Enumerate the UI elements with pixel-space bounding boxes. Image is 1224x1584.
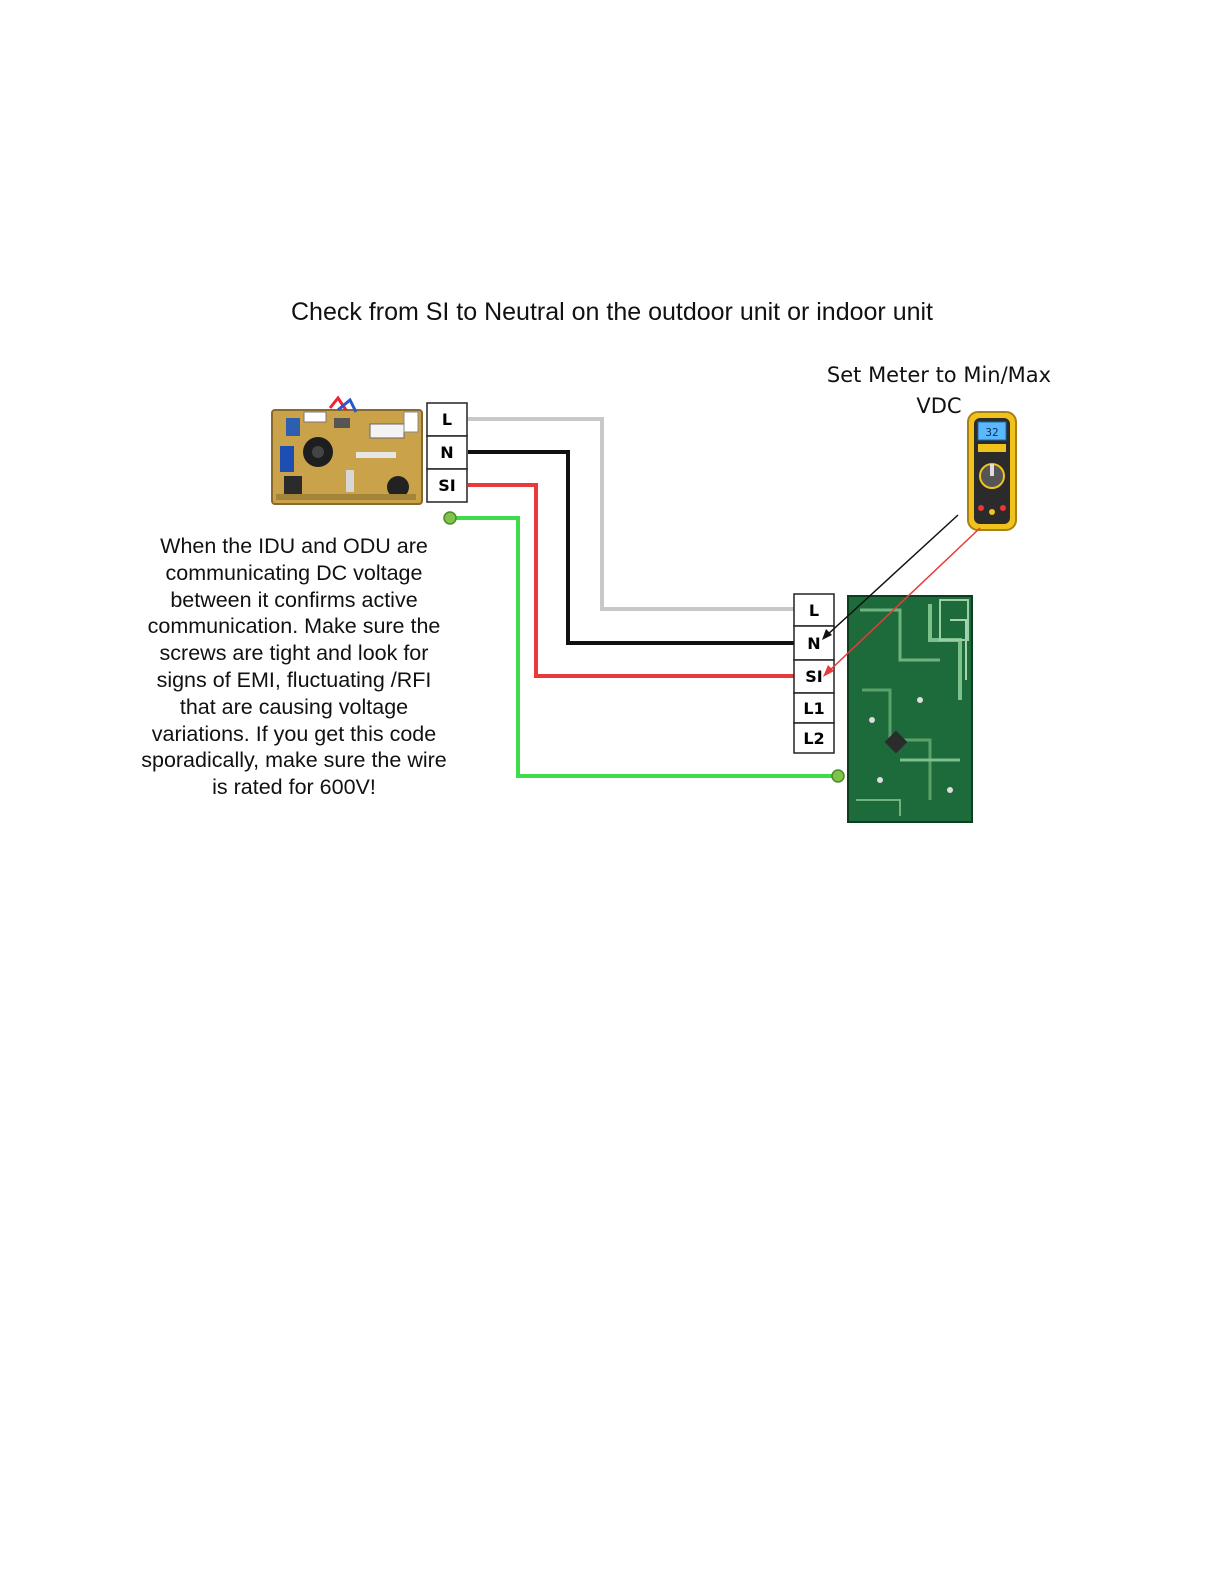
multimeter-image: 32 [967, 411, 1017, 531]
wire-neutral [468, 450, 794, 645]
outdoor-control-board-image [847, 595, 973, 823]
wire-signal [468, 483, 794, 678]
meter-probe-red [823, 527, 981, 677]
indoor-terminal-block: L N SI [426, 402, 468, 503]
wire-ground [443, 511, 845, 783]
page-title: Check from SI to Neutral on the outdoor … [290, 298, 934, 326]
indoor-control-board-image [271, 395, 423, 505]
meter-probe-black [822, 514, 959, 640]
outdoor-terminal-l1: L1 [803, 699, 824, 718]
explanation-text: When the IDU and ODU are communicating D… [141, 534, 447, 800]
indoor-terminal-l: L [442, 410, 452, 429]
meter-instruction: Set Meter to Min/Max VDC [808, 360, 1070, 422]
meter-instruction-line2: VDC [916, 394, 962, 418]
outdoor-terminal-l: L [809, 601, 819, 620]
meter-instruction-line1: Set Meter to Min/Max [826, 363, 1052, 387]
wire-line [468, 417, 794, 611]
meter-display-value: 32 [985, 426, 998, 439]
outdoor-terminal-block: L N SI L1 L2 [793, 593, 835, 754]
outdoor-terminal-l2: L2 [803, 729, 824, 748]
outdoor-terminal-si: SI [805, 667, 822, 686]
outdoor-terminal-n: N [807, 634, 820, 653]
indoor-terminal-si: SI [438, 476, 455, 495]
indoor-terminal-n: N [440, 443, 453, 462]
